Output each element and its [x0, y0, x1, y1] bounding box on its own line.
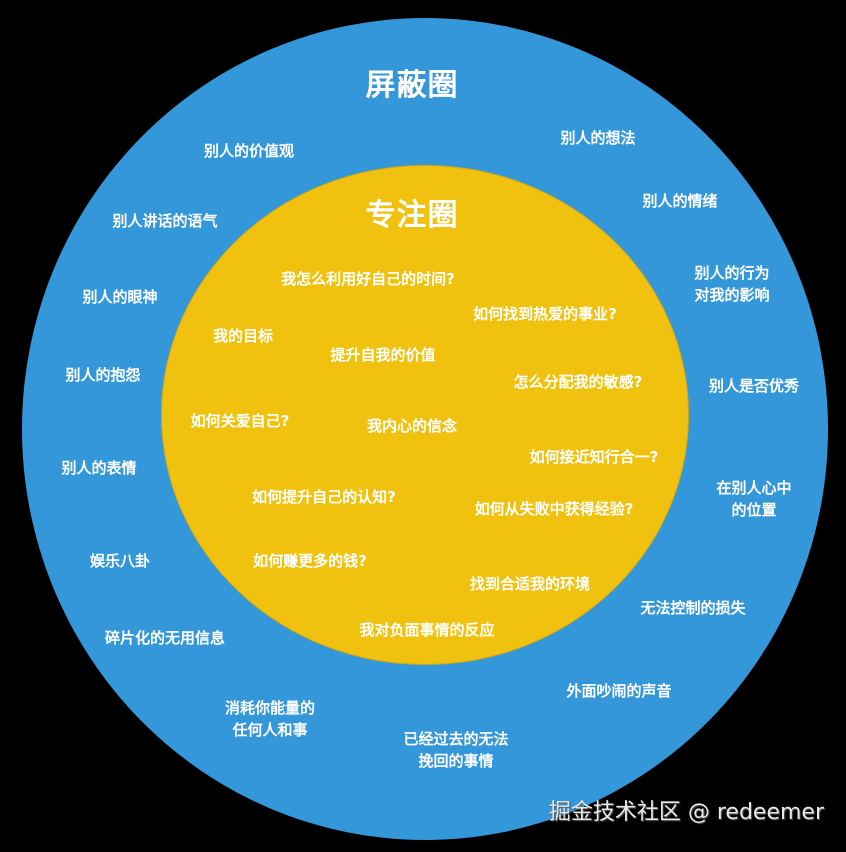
- focus-item: 我怎么利用好自己的时间?: [281, 270, 455, 288]
- focus-item: 如何提升自己的认知?: [252, 488, 396, 506]
- shield-item: 无法控制的损失: [640, 599, 746, 617]
- focus-item: 如何接近知行合一?: [529, 448, 659, 466]
- focus-item: 如何赚更多的钱?: [253, 552, 367, 570]
- shield-circle-title: 屏蔽圈: [365, 68, 459, 103]
- watermark: 掘金技术社区 @ redeemer: [548, 800, 824, 825]
- shield-item: 别人的情绪: [642, 192, 718, 210]
- focus-item: 如何关爱自己?: [190, 412, 290, 430]
- shield-item: 娱乐八卦: [89, 552, 151, 570]
- focus-item: 我的目标: [212, 327, 274, 345]
- shield-item: 别人是否优秀: [708, 377, 800, 395]
- shield-item: 已经过去的无法挽回的事情: [403, 730, 509, 770]
- shield-item: 碎片化的无用信息: [104, 629, 226, 647]
- shield-item: 别人的抱怨: [65, 366, 141, 384]
- shield-item: 别人的想法: [560, 129, 636, 147]
- shield-item: 外面吵闹的声音: [566, 682, 672, 700]
- shield-item: 别人的表情: [61, 459, 137, 477]
- focus-item: 如何从失败中获得经验?: [474, 500, 634, 518]
- shield-item: 在别人心中的位置: [716, 479, 792, 519]
- shield-item: 别人讲话的语气: [112, 212, 218, 230]
- focus-circle-title: 专注圈: [365, 198, 459, 233]
- focus-item: 我内心的信念: [366, 417, 458, 435]
- focus-item: 我对负面事情的反应: [359, 621, 495, 639]
- focus-item: 找到合适我的环境: [469, 575, 591, 593]
- focus-item: 怎么分配我的敏感?: [513, 373, 643, 391]
- focus-item: 提升自我的价值: [330, 346, 436, 364]
- shield-item: 别人的行为对我的影响: [694, 264, 770, 304]
- focus-circle: [162, 166, 688, 664]
- shield-item: 消耗你能量的任何人和事: [224, 699, 316, 739]
- shield-item: 别人的价值观: [203, 142, 295, 160]
- focus-item: 如何找到热爱的事业?: [473, 305, 617, 323]
- shield-item: 别人的眼神: [82, 288, 158, 306]
